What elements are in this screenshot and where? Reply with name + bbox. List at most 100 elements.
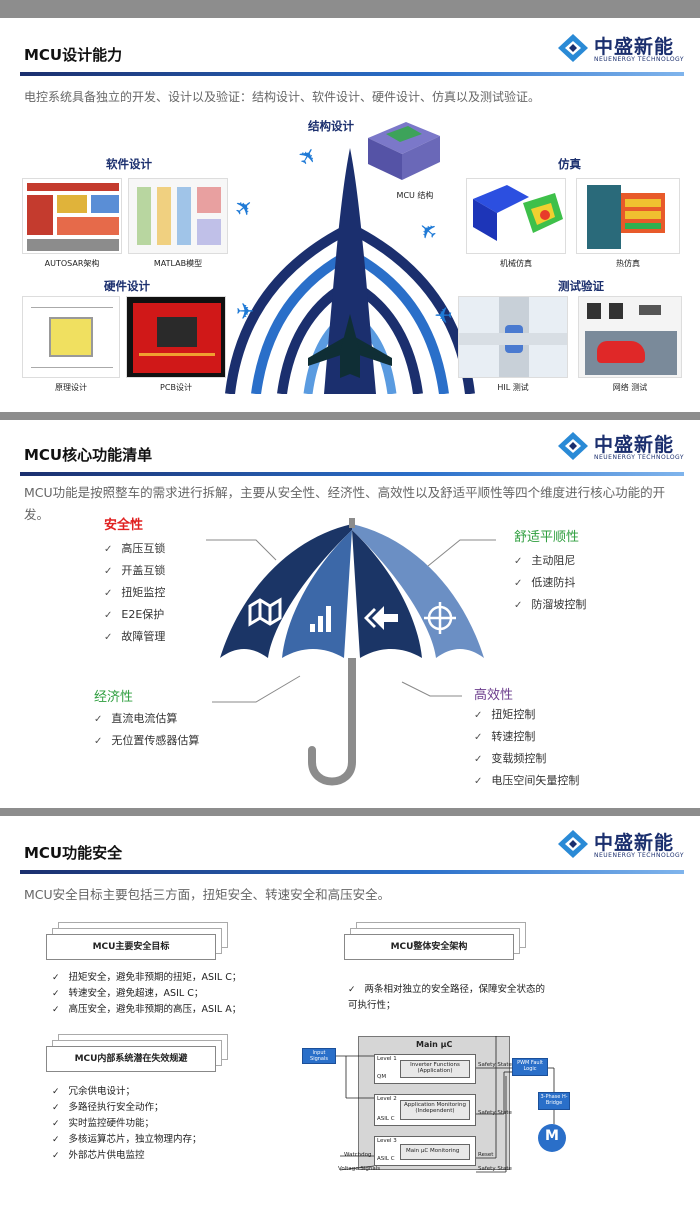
matlab-model-image (128, 178, 228, 254)
goals-list: 扭矩安全，避免非预期的扭矩，ASIL C； 转速安全，避免超速，ASIL C； … (52, 970, 242, 1018)
motor-label: M (545, 1128, 559, 1144)
list-item: E2E保护 (104, 604, 165, 626)
list-item: 变载频控制 (474, 748, 579, 770)
slide-title: MCU功能安全 (24, 844, 123, 862)
slide-core-functions: MCU核心功能清单 中盛新能 NEUENERGY TECHNOLOGY MCU功… (0, 420, 700, 808)
pointer-lines (206, 539, 496, 703)
list-item: 转速控制 (474, 726, 579, 748)
pwm-fault-logic-box (512, 1058, 548, 1076)
arch-list: 两条相对独立的安全路径，保障安全状态的可执行性； (348, 982, 548, 1014)
diagram-connectors (336, 1036, 555, 1173)
list-item: 扭矩控制 (474, 704, 579, 726)
list-item: 故障管理 (104, 626, 165, 648)
title-underline (20, 472, 684, 476)
avoid-card-title: MCU内部系统潜在失效规避 (46, 1046, 216, 1072)
list-item: 开盖互锁 (104, 560, 165, 582)
logo-text: 中盛新能 (594, 434, 675, 456)
caption-thermal-sim: 热仿真 (616, 259, 640, 268)
list-item: 冗余供电设计； (52, 1084, 202, 1100)
goals-card-title: MCU主要安全目标 (46, 934, 216, 960)
avoid-list: 冗余供电设计； 多路径执行安全动作； 实时监控硬件功能； 多核运算芯片，独立物理… (52, 1084, 202, 1164)
pcb-image (126, 296, 226, 378)
company-logo: 中盛新能 NEUENERGY TECHNOLOGY (556, 430, 686, 466)
safety-architecture-diagram: Main µC Level 1 QM Inverter Functions (A… (300, 1028, 592, 1176)
slide-title: MCU设计能力 (24, 46, 123, 64)
level2-label: Level 2 (377, 1096, 397, 1102)
slide-design-capability: MCU设计能力 中盛新能 NEUENERGY TECHNOLOGY 电控系统具备… (0, 18, 700, 412)
umbrella-graphic (220, 518, 484, 786)
qm-label: QM (377, 1074, 387, 1080)
watchdog-label: Watchdog (344, 1152, 372, 1158)
section-software: 软件设计 (106, 157, 152, 171)
h-bridge-label: 3-Phase H-Bridge (540, 1094, 568, 1106)
mcu-structure-image (358, 114, 446, 186)
list-item: 电压空间矢量控制 (474, 770, 579, 792)
input-signals-label: Input Signals (310, 1050, 328, 1062)
economy-list: 直流电流估算 无位置传感器估算 (94, 708, 199, 752)
comfort-list: 主动阻尼 低速防抖 防溜坡控制 (514, 550, 586, 616)
logo-subtitle: NEUENERGY TECHNOLOGY (594, 852, 685, 859)
level3-label: Level 3 (377, 1138, 397, 1144)
list-item: 防溜坡控制 (514, 594, 586, 616)
slide-separator (0, 0, 700, 18)
logo-subtitle: NEUENERGY TECHNOLOGY (594, 454, 685, 461)
list-item: 两条相对独立的安全路径，保障安全状态的可执行性； (348, 982, 548, 1014)
input-signals-box (302, 1048, 336, 1064)
efficiency-title: 高效性 (474, 688, 514, 703)
slide-intro: MCU功能是按照整车的需求进行拆解，主要从安全性、经济性、高效性以及舒适平顺性等… (24, 485, 666, 522)
slide-functional-safety: MCU功能安全 中盛新能 NEUENERGY TECHNOLOGY MCU安全目… (0, 816, 700, 1208)
slide-intro: 电控系统具备独立的开发、设计以及验证：结构设计、软件设计、硬件设计、仿真以及测试… (24, 90, 541, 104)
caption-hil: HIL 测试 (497, 383, 529, 392)
list-item: 主动阻尼 (514, 550, 586, 572)
caption-network: 网络 测试 (612, 383, 648, 392)
schematic-image (22, 296, 120, 378)
inverter-functions-label: Inverter Functions (Application) (410, 1062, 460, 1074)
safety-title: 安全性 (104, 518, 144, 533)
section-simulation: 仿真 (558, 157, 581, 171)
arch-card-title: MCU整体安全架构 (344, 934, 514, 960)
safety-state-label: Safety State (478, 1166, 512, 1172)
company-logo: 中盛新能 NEUENERGY TECHNOLOGY (556, 828, 686, 864)
list-item: 高压互锁 (104, 538, 165, 560)
list-item: 转速安全，避免超速，ASIL C； (52, 986, 241, 1002)
network-test-image (578, 296, 682, 378)
title-underline (20, 870, 684, 874)
safety-list: 高压互锁 开盖互锁 扭矩监控 E2E保护 故障管理 (104, 538, 165, 648)
main-uc-monitoring-label: Main µC Monitoring (406, 1148, 460, 1154)
caption-schematic: 原理设计 (55, 383, 87, 392)
company-logo: 中盛新能 NEUENERGY TECHNOLOGY (556, 32, 686, 68)
airplane-icon: ✈ (236, 300, 255, 325)
mechanical-simulation-image (466, 178, 566, 254)
slide-separator (0, 412, 700, 420)
safety-state-label: Safety State (478, 1062, 512, 1068)
autosar-image (22, 178, 122, 254)
slide-intro: MCU安全目标主要包括三方面，扭矩安全、转速安全和高压安全。 (24, 887, 391, 902)
asil-c-label: ASIL C (377, 1156, 395, 1162)
slide-title: MCU核心功能清单 (24, 446, 153, 464)
voltage-signals-label: Voltage Signals (338, 1166, 381, 1172)
list-item: 实时监控硬件功能； (52, 1116, 202, 1132)
logo-mark-icon (558, 34, 588, 62)
level1-label: Level 1 (377, 1056, 397, 1062)
list-item: 外部芯片供电监控 (52, 1148, 202, 1164)
logo-subtitle: NEUENERGY TECHNOLOGY (594, 56, 685, 63)
section-structure: 结构设计 (308, 119, 354, 133)
main-uc-monitoring-box (400, 1144, 470, 1160)
list-item: 扭矩安全，避免非预期的扭矩，ASIL C； (52, 970, 242, 986)
caption-autosar: AUTOSAR架构 (44, 259, 100, 268)
logo-mark-icon (558, 432, 588, 460)
section-hardware: 硬件设计 (104, 279, 150, 293)
list-item: 多路径执行安全动作； (52, 1100, 202, 1116)
hil-test-image (458, 296, 568, 378)
caption-mechanical-sim: 机械仿真 (500, 259, 532, 268)
inverter-functions-box (400, 1060, 470, 1078)
title-underline (20, 72, 684, 76)
reset-label: Reset (478, 1152, 494, 1158)
list-item: 低速防抖 (514, 572, 586, 594)
caption-pcb: PCB设计 (160, 383, 192, 392)
logo-mark-icon (558, 830, 588, 858)
list-item: 无位置传感器估算 (94, 730, 199, 752)
thermal-simulation-image (576, 178, 680, 254)
logo-text: 中盛新能 (594, 832, 675, 854)
list-item: 多核运算芯片，独立物理内存； (52, 1132, 202, 1148)
